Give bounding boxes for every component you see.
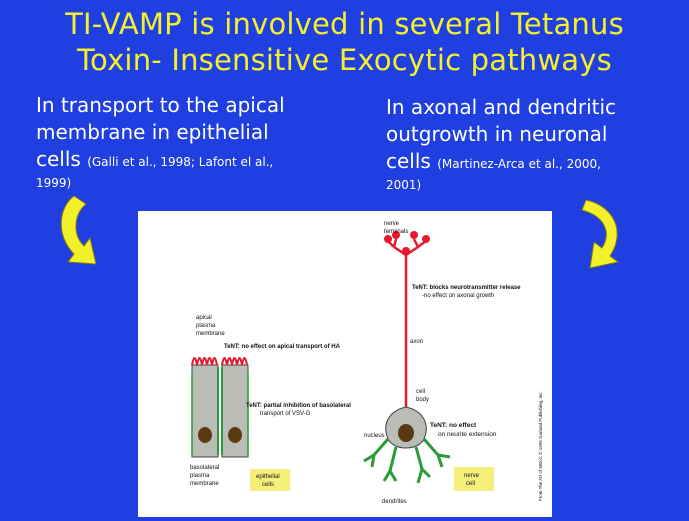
nerve-terminals-label-1: nerve	[384, 221, 400, 227]
apical-label-3: membrane	[196, 331, 225, 337]
dendrites-label: dendrites	[382, 499, 407, 505]
basolateral-label-1: basolateral	[190, 465, 219, 471]
epithelial-label-box	[250, 469, 290, 491]
epithelial-cells-label-1: epithelial	[256, 474, 280, 480]
apical-label-1: apical	[196, 315, 212, 321]
left-citation-a: (Galli et al., 1998; Lafont el al.,	[87, 155, 274, 169]
right-citation-b: 2001)	[386, 178, 422, 192]
basolateral-label-2: plasma	[190, 473, 210, 479]
tent-partial-label-1: TeNT: partial inhibition of basolateral	[246, 403, 351, 409]
left-line-3: cells (Galli et al., 1998; Lafont el al.…	[36, 146, 336, 176]
nerve-cell-label-2: cell	[466, 481, 475, 487]
tent-blocks-label-2: -no effect on axonal growth	[422, 293, 494, 299]
axon-label: axon	[410, 339, 423, 345]
right-line-1: In axonal and dendritic	[386, 95, 617, 119]
tent-apical-label: TeNT: no effect on apical transport of H…	[224, 344, 341, 350]
left-citation-b: 1999)	[36, 176, 72, 190]
cell-diagram: nerve terminals TeNT: blocks neurotransm…	[138, 211, 552, 517]
cell-diagram-svg: nerve terminals TeNT: blocks neurotransm…	[190, 221, 543, 505]
left-line-1: In transport to the apical	[36, 93, 285, 117]
title-line-2: Toxin- Insensitive Exocytic pathways	[77, 43, 612, 77]
epithelial-description: In transport to the apical membrane in e…	[36, 92, 336, 190]
right-line-3: cells (Martinez-Arca et al., 2000,	[386, 148, 686, 178]
nerve-terminals-label-2: terminals	[384, 229, 408, 235]
right-line-3-text: cells	[386, 149, 431, 173]
right-curved-arrow-icon	[581, 199, 620, 269]
left-line-2: membrane in epithelial	[36, 120, 269, 144]
tent-neurite-label-2: on neurite extension	[438, 431, 497, 438]
tent-partial-label-2: transport of VSV-G	[260, 411, 311, 417]
left-curved-arrow-icon	[60, 195, 97, 265]
left-line-3-text: cells	[36, 147, 81, 171]
nerve-cell-label-1: nerve	[464, 473, 480, 479]
epithelial-cells	[191, 357, 249, 458]
epithelial-cells-label-2: cells	[262, 482, 274, 488]
cell-body-label-1: cell	[416, 389, 425, 395]
cell-body-label-2: body	[416, 397, 429, 403]
nerve-label-box	[454, 467, 494, 491]
nucleus-label: nucleus	[364, 433, 385, 439]
apical-label-2: plasma	[196, 323, 216, 329]
basolateral-label-3: membrane	[190, 481, 219, 487]
figure-credit: From The Art of MBoC © 1995 Garland Publ…	[537, 391, 543, 501]
right-citation-a: (Martinez-Arca et al., 2000,	[437, 157, 601, 171]
neuronal-description: In axonal and dendritic outgrowth in neu…	[386, 94, 686, 192]
neuron	[363, 231, 451, 484]
right-line-2: outgrowth in neuronal	[386, 122, 608, 146]
slide-title: TI-VAMP is involved in several Tetanus T…	[0, 6, 689, 78]
tent-neurite-label-1: TeNT: no effect	[430, 422, 477, 429]
tent-blocks-label-1: TeNT: blocks neurotransmitter release	[412, 285, 521, 291]
title-line-1: TI-VAMP is involved in several Tetanus	[65, 7, 624, 41]
